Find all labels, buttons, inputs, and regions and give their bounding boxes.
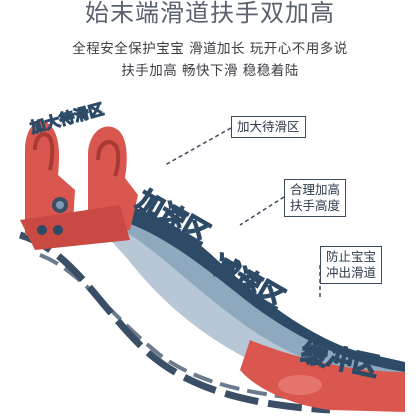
description-line-1: 全程安全保护宝宝 滑道加长 玩开心不用多说 <box>72 41 348 57</box>
description-line-2: 扶手加高 畅快下滑 稳稳着陆 <box>121 63 299 79</box>
bumper-highlight <box>278 375 322 395</box>
callout-waiting-text: 加大待滑区 <box>237 119 300 134</box>
bolt-2 <box>53 225 63 235</box>
callout-handrail-line1: 合理加高 <box>290 182 341 197</box>
slide-end-bumper <box>240 340 405 412</box>
callout-guard: 防止宝宝 冲出滑道 <box>320 246 383 284</box>
slide-bed-surface <box>100 205 405 388</box>
zone-label-waiting: 加大待滑区 <box>27 100 105 137</box>
bolt-4 <box>56 201 64 209</box>
callout-guard-line1: 防止宝宝 <box>326 249 377 264</box>
connector-waiting <box>164 127 232 166</box>
handrail-left-inner <box>33 132 55 171</box>
slide-rail <box>90 200 405 372</box>
connector-handrail <box>239 196 285 226</box>
headline: 始末端滑道扶手双加高 <box>85 0 335 26</box>
swoosh-curve-outer <box>18 231 331 414</box>
callout-handrail-height: 合理加高 扶手高度 <box>284 179 347 217</box>
bolt-1 <box>37 225 47 235</box>
handrail-right-inner <box>96 140 121 177</box>
slide-platform <box>20 205 130 250</box>
callout-handrail-line2: 扶手高度 <box>290 198 341 213</box>
slide-illustration: 加大待滑区 加速区 减速区 缓冲区 <box>18 99 405 414</box>
callout-guard-line2: 冲出滑道 <box>326 265 377 280</box>
callout-waiting-area: 加大待滑区 <box>231 116 306 138</box>
